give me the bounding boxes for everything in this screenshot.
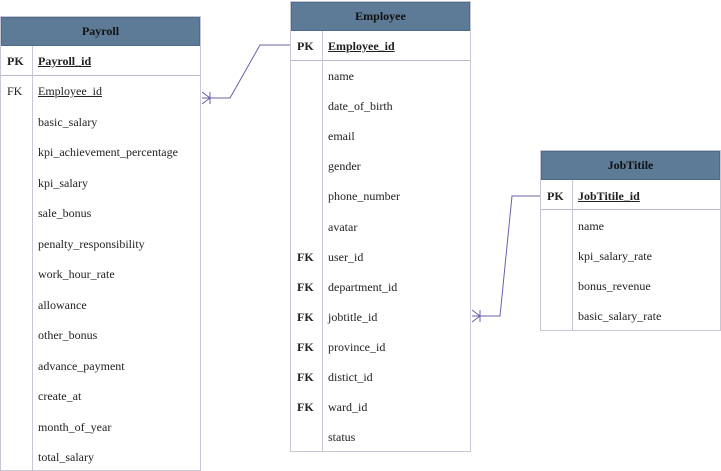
field-name: province_id: [328, 339, 386, 354]
foreign-key-label: FK: [297, 400, 314, 415]
field-name: distict_id: [328, 370, 373, 384]
field-name: ward_id: [328, 400, 368, 415]
field-name: date_of_birth: [328, 99, 393, 114]
field-name: basic_salary_rate: [578, 309, 662, 323]
primary-key-row: [1, 46, 200, 76]
connector-line: [202, 44, 290, 99]
field-name: allowance: [38, 297, 87, 312]
field-name: name: [328, 69, 354, 83]
foreign-key-label: FK: [297, 370, 314, 384]
field-name: work_hour_rate: [38, 267, 115, 281]
key-column-divider: [322, 31, 323, 451]
connector-employee-jobtitle[interactable]: [471, 195, 540, 323]
primary-key-field: JobTitile_id: [578, 189, 640, 203]
field-name: penalty_responsibility: [38, 236, 145, 251]
foreign-key-label: FK: [297, 249, 314, 264]
field-name: bonus_revenue: [578, 279, 651, 293]
entity-title: Payroll: [1, 17, 200, 46]
field-name: name: [578, 219, 604, 233]
crows-foot-many-icon: [201, 91, 211, 105]
field-name: total_salary: [38, 450, 94, 464]
field-name: department_id: [328, 279, 398, 294]
field-name: jobtitle_id: [328, 309, 378, 324]
field-name: email: [328, 129, 355, 144]
field-name: kpi_salary: [38, 175, 88, 190]
connector-payroll-employee[interactable]: [201, 44, 290, 105]
primary-key-label: PK: [547, 189, 564, 203]
entity-title: JobTitile: [541, 151, 720, 180]
connector-line: [472, 195, 540, 317]
field-name: gender: [328, 159, 361, 174]
foreign-key-label: FK: [297, 279, 314, 294]
foreign-key-label: FK: [297, 309, 314, 324]
field-name: phone_number: [328, 189, 400, 204]
field-name: Employee_id: [38, 84, 102, 98]
field-name: avatar: [328, 219, 358, 234]
key-column-divider: [572, 180, 573, 330]
primary-key-label: PK: [297, 39, 314, 53]
field-name: kpi_salary_rate: [578, 249, 652, 263]
field-name: other_bonus: [38, 328, 98, 342]
foreign-key-label: FK: [297, 339, 314, 354]
primary-key-field: Employee_id: [328, 39, 395, 53]
field-name: basic_salary: [38, 114, 98, 129]
entity-title: Employee: [291, 2, 470, 31]
field-name: sale_bonus: [38, 206, 92, 220]
field-name: user_id: [328, 249, 364, 264]
field-name: create_at: [38, 389, 82, 403]
primary-key-row: [291, 31, 470, 61]
primary-key-field: Payroll_id: [38, 54, 92, 68]
field-name: kpi_achievement_percentage: [38, 145, 178, 159]
key-column-divider: [32, 46, 33, 470]
field-name: advance_payment: [38, 358, 125, 373]
foreign-key-label: FK: [7, 84, 23, 98]
primary-key-row: [541, 180, 720, 210]
field-name: status: [328, 430, 356, 445]
primary-key-label: PK: [7, 54, 24, 68]
field-name: month_of_year: [38, 419, 112, 434]
crows-foot-many-icon: [471, 309, 481, 323]
